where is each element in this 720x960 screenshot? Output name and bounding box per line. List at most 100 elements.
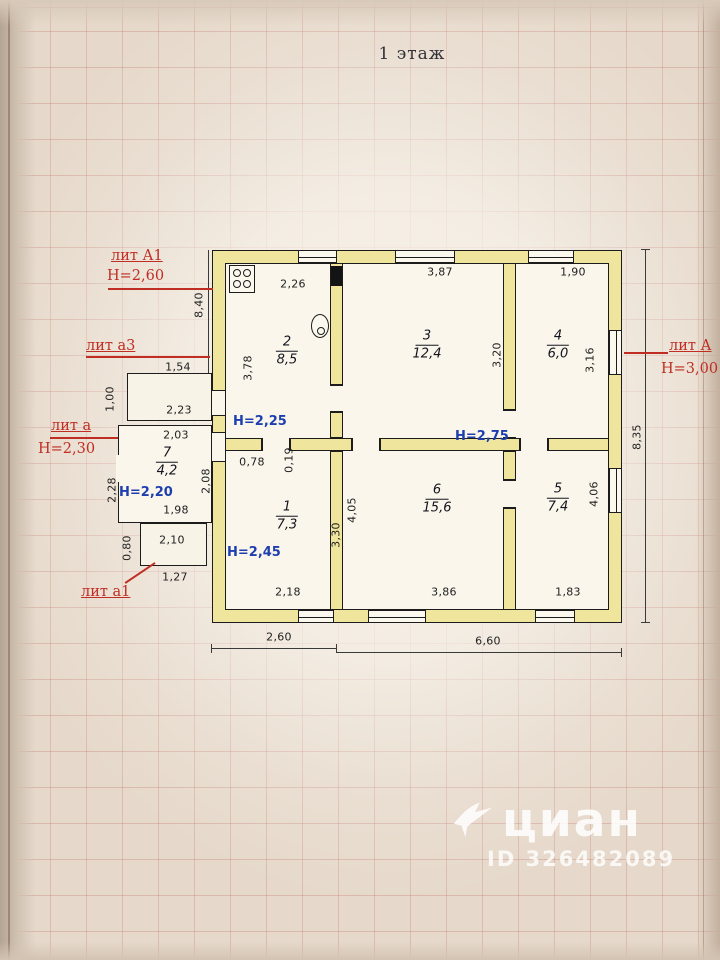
room-area: 12,4	[412, 346, 442, 362]
dim-label: 0,19	[282, 447, 296, 473]
dim-label: 3,16	[583, 347, 597, 373]
dim-label: 2,60	[266, 630, 292, 644]
room-number: 2	[275, 335, 299, 352]
interior-wall	[503, 451, 516, 480]
dim-label: 2,18	[275, 585, 301, 599]
door-opening	[503, 410, 516, 438]
bottom-page-edge	[0, 942, 720, 960]
dim-label: 8,35	[630, 424, 644, 450]
dim-label: 1,54	[165, 360, 191, 374]
red-leader-line	[86, 356, 210, 358]
red-leader-line	[108, 288, 213, 290]
burner-icon	[233, 269, 241, 277]
height-label: Н=2,20	[119, 485, 173, 500]
interior-wall	[330, 412, 343, 438]
floor-title: 1 этаж	[378, 44, 446, 64]
dim-label: 6,60	[475, 634, 501, 648]
dim-label: 3,87	[427, 265, 453, 279]
room-7-label: 7 4,2	[155, 446, 179, 480]
dimension-tick	[621, 648, 623, 657]
dim-label: 2,10	[159, 533, 185, 547]
door-opening	[330, 385, 343, 412]
dim-label: 2,26	[280, 277, 306, 291]
dim-label: 2,03	[163, 428, 189, 442]
dim-label: 0,80	[120, 535, 134, 561]
interior-wall	[380, 438, 520, 451]
watermark-id: ID 326482089	[487, 847, 676, 871]
dimension-tick	[336, 644, 338, 653]
room-6-label: 6 15,6	[422, 483, 452, 517]
sink-icon	[311, 314, 329, 338]
dim-label: 2,08	[199, 468, 213, 494]
book-spine-shadow	[0, 0, 36, 960]
room-area: 8,5	[276, 352, 298, 368]
annex-lit-a3	[127, 373, 212, 421]
dim-label: 1,98	[163, 503, 189, 517]
lit-a-label: лит а	[51, 418, 92, 434]
dim-label: 0,78	[239, 455, 265, 469]
room-area: 4,2	[156, 463, 178, 479]
interior-wall	[548, 438, 609, 451]
room-area: 15,6	[422, 500, 452, 516]
dim-label: 2,28	[105, 477, 119, 503]
annex-lit-a-porch	[118, 425, 212, 523]
dim-label: 3,78	[241, 355, 255, 381]
interior-wall	[503, 263, 516, 410]
door-opening	[212, 432, 225, 462]
dim-label: 4,05	[345, 497, 359, 523]
interior-wall	[290, 438, 352, 451]
interior-wall	[330, 263, 343, 385]
room-number: 3	[415, 329, 439, 346]
page-edge-line	[8, 0, 10, 960]
red-leader-line	[624, 352, 668, 354]
dimension-line	[208, 250, 209, 373]
door-opening	[212, 390, 225, 416]
room-number: 4	[546, 329, 570, 346]
dimension-line	[212, 648, 337, 649]
door-opening	[262, 438, 290, 451]
burner-icon	[243, 280, 251, 288]
room-number: 1	[275, 500, 299, 517]
dim-label: 3,20	[490, 342, 504, 368]
dim-label: 1,90	[560, 265, 586, 279]
porch-door-opening	[116, 455, 121, 482]
lit-a1-label: лит а1	[81, 584, 131, 600]
door-opening	[503, 480, 516, 508]
chimney-icon	[331, 266, 342, 286]
right-page-edge-line	[703, 0, 704, 960]
dimension-line	[645, 250, 646, 623]
building-floor	[225, 263, 609, 610]
room-number: 7	[155, 446, 179, 463]
burner-icon	[243, 269, 251, 277]
dimension-tick	[641, 249, 650, 251]
window	[535, 610, 575, 623]
lit-A1-height-label: Н=2,60	[107, 268, 165, 284]
dim-label: 3,86	[431, 585, 457, 599]
room-3-label: 3 12,4	[412, 329, 442, 363]
annex-lit-a1	[140, 523, 207, 566]
door-opening	[520, 438, 548, 451]
dim-label: 1,00	[103, 386, 117, 412]
room-5-label: 5 7,4	[546, 482, 570, 516]
burner-icon	[233, 280, 241, 288]
dimension-tick	[641, 622, 650, 624]
window	[609, 330, 622, 375]
lit-a3-label: лит а3	[86, 338, 136, 354]
window	[368, 610, 426, 623]
window	[528, 250, 574, 263]
window	[298, 250, 337, 263]
interior-wall	[330, 451, 343, 610]
dim-label: 2,23	[166, 403, 192, 417]
room-4-label: 4 6,0	[546, 329, 570, 363]
dim-label: 8,40	[192, 292, 206, 318]
room-area: 7,3	[276, 517, 298, 533]
cian-bird-icon	[450, 795, 496, 845]
room-area: 6,0	[547, 346, 569, 362]
dim-label: 1,83	[555, 585, 581, 599]
stove-icon	[229, 265, 255, 293]
height-label: Н=2,25	[233, 414, 287, 429]
height-label: Н=2,45	[227, 545, 281, 560]
top-page-edge	[0, 0, 720, 26]
red-leader-line	[50, 437, 118, 439]
